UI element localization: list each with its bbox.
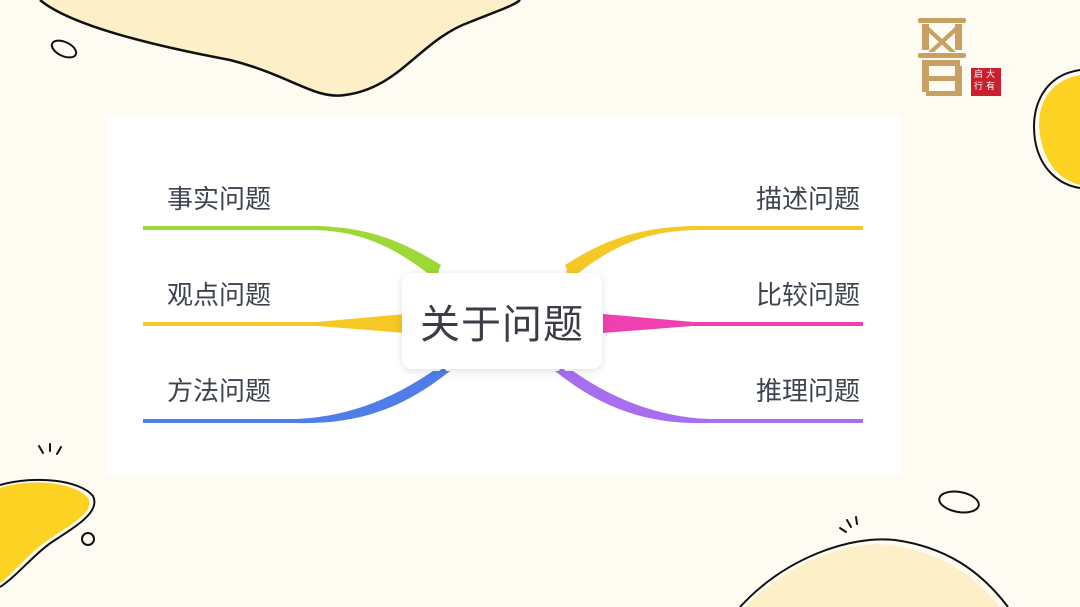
mindmap-branches — [143, 226, 863, 424]
branch-wedge-right-1 — [565, 226, 700, 279]
right-blob-outline — [1033, 69, 1080, 189]
branch-wedge-left-1 — [310, 226, 441, 279]
top-blob — [40, 0, 520, 96]
brand-logo: 启 大 行 有 — [914, 16, 1006, 100]
topic-label-left-2[interactable]: 观点问题 — [167, 281, 272, 311]
seal-text: 大 — [986, 70, 996, 80]
topic-label-right-2[interactable]: 比较问题 — [756, 281, 861, 311]
bottom-right-spark-marks — [839, 516, 858, 533]
bottom-left-dot — [81, 532, 95, 546]
branch-wedge-left-3 — [295, 371, 450, 424]
bottom-right-ring — [938, 490, 980, 514]
seal-text: 启 — [974, 70, 984, 80]
topic-label-left-3[interactable]: 方法问题 — [167, 377, 272, 407]
top-left-ring — [50, 39, 78, 59]
topic-label-right-1[interactable]: 描述问题 — [756, 185, 861, 215]
right-blob — [1039, 75, 1080, 185]
branch-wedge-right-2 — [603, 314, 705, 333]
bottom-left-blob-outline — [0, 478, 96, 588]
branch-wedge-right-3 — [555, 371, 710, 424]
branch-wedge-left-2 — [305, 314, 405, 333]
hourglass-logo-icon — [918, 18, 1001, 96]
bottom-left-blob — [0, 482, 90, 583]
topic-label-right-3[interactable]: 推理问题 — [756, 377, 861, 407]
seal-stamp — [971, 68, 1001, 96]
bottom-right-blob — [745, 544, 1000, 607]
topic-label-left-1[interactable]: 事实问题 — [167, 185, 272, 215]
center-topic[interactable]: 关于问题 — [402, 273, 602, 369]
bottom-left-spark-marks — [38, 443, 62, 455]
top-blob-outline — [39, 0, 521, 97]
bottom-right-blob-outline — [739, 538, 1009, 607]
seal-text: 有 — [986, 82, 996, 92]
seal-text: 行 — [974, 82, 984, 92]
mindmap-panel: 关于问题 事实问题 观点问题 方法问题 描述问题 比较问题 推理问题 — [105, 115, 901, 475]
